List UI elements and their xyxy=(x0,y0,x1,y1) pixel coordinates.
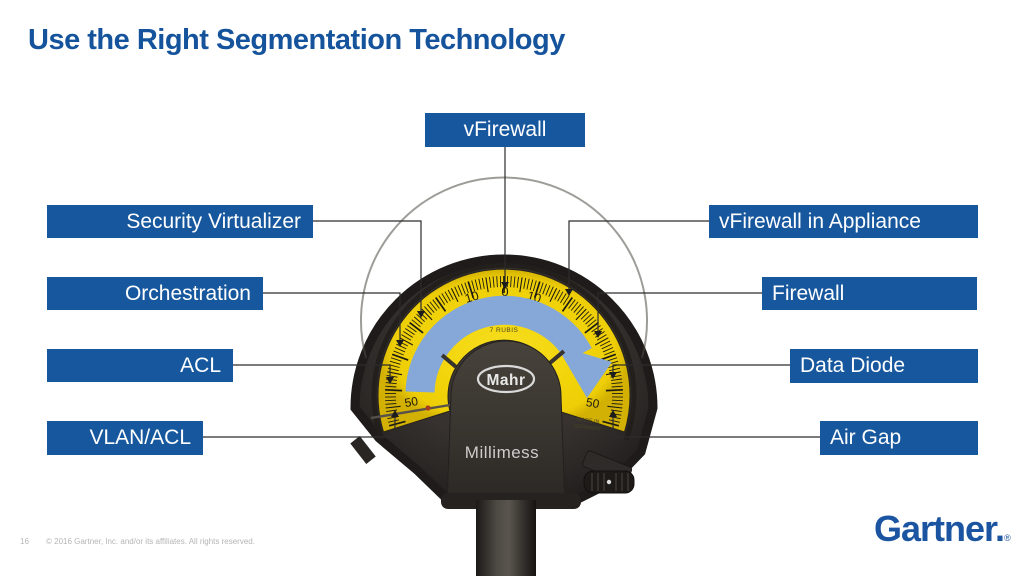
gauge-shaft xyxy=(476,500,536,576)
scale-number-left-50: 50 xyxy=(404,394,420,410)
registered-mark: ® xyxy=(1004,533,1011,543)
dial-ticks xyxy=(384,276,624,427)
gauge-needle xyxy=(370,403,451,420)
side-knob xyxy=(582,450,635,494)
dial-jewels-label: 7 RUBIS xyxy=(490,327,519,334)
callout-data-diode: Data Diode xyxy=(790,349,978,383)
arrowhead-vfirewall xyxy=(501,282,509,289)
connector-orchestration xyxy=(263,292,401,340)
connector-air-gap xyxy=(612,417,820,438)
connector-vlan-acl xyxy=(203,417,396,438)
callout-acl: ACL xyxy=(47,349,233,382)
arrowhead-orchestration xyxy=(396,340,404,347)
callout-security-virtualizer: Security Virtualizer xyxy=(47,205,313,238)
connector-acl xyxy=(233,364,391,377)
callout-firewall: Firewall xyxy=(762,277,977,310)
copyright-notice: © 2016 Gartner, Inc. and/or its affiliat… xyxy=(46,537,255,546)
arrowhead-security-virtualizer xyxy=(417,311,425,318)
connector-vfirewall-in-appliance xyxy=(568,220,709,289)
range-band-arrowhead xyxy=(556,345,612,398)
callout-vlan-acl: VLAN/ACL xyxy=(47,421,203,455)
brand-name: Mahr xyxy=(486,372,525,389)
scale-number-right-50: 50 xyxy=(585,395,601,411)
clamp-notch-left xyxy=(440,353,458,369)
clamp-notch-right xyxy=(548,349,566,365)
arrowhead-vlan-acl xyxy=(391,410,399,417)
gartner-logo: Gartner.® xyxy=(874,508,1011,550)
dial-face xyxy=(377,268,631,433)
connector-lines xyxy=(203,147,820,438)
made-in-line2: GERMANY xyxy=(573,423,601,432)
made-in-line1: MADE IN xyxy=(577,417,600,426)
page-title: Use the Right Segmentation Technology xyxy=(28,24,565,56)
arrowhead-acl xyxy=(386,377,394,384)
connector-firewall xyxy=(597,292,762,331)
connector-data-diode xyxy=(612,364,790,372)
body-left-tab xyxy=(350,436,376,464)
mahr-logo-oval xyxy=(476,364,536,394)
arrowhead-data-diode xyxy=(609,372,617,379)
callout-air-gap: Air Gap xyxy=(820,421,978,455)
arrowhead-vfirewall-in-appliance xyxy=(565,289,573,296)
range-band-arrow xyxy=(405,295,612,398)
model-name: Millimess xyxy=(465,443,539,462)
needle-red-dot xyxy=(425,405,431,411)
page-number: 16 xyxy=(20,537,29,546)
callout-orchestration: Orchestration xyxy=(47,277,263,310)
gartner-logo-text: Gartner. xyxy=(874,508,1005,549)
callout-vfirewall-in-appliance: vFirewall in Appliance xyxy=(709,205,978,238)
connector-arrowheads xyxy=(386,282,617,417)
callout-vfirewall: vFirewall xyxy=(425,113,585,147)
arrowhead-air-gap xyxy=(609,410,617,417)
connector-security-virtualizer xyxy=(313,220,422,311)
gauge-center-cover: Mahr Millimess xyxy=(446,340,566,506)
scale-number-zero: 0 xyxy=(501,284,508,299)
knob-dot xyxy=(606,479,612,485)
arrowhead-firewall xyxy=(594,331,602,338)
